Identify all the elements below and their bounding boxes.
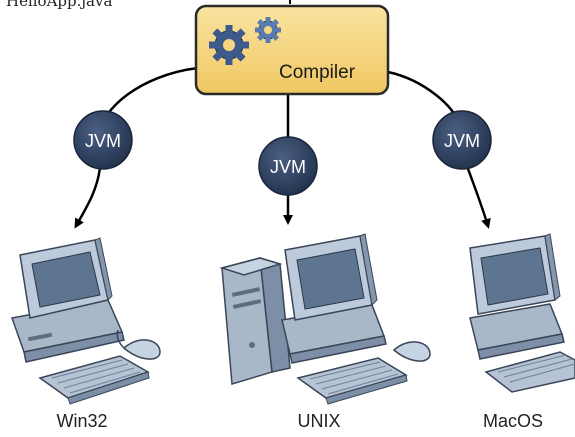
arrow-left [74,167,102,229]
jvm-label-left: JVM [85,131,121,151]
jvm-node-center: JVM [258,136,318,196]
jvm-node-right: JVM [432,110,492,170]
source-file-label: HelloApp.java [6,0,112,10]
unix-computer-icon [219,233,431,405]
win32-computer-icon [11,237,161,405]
gears-icon [209,17,281,65]
macos-computer-icon [469,233,575,393]
jvm-label-center: JVM [270,157,306,177]
platform-label-win32: Win32 [56,411,107,431]
platform-label-macos: MacOS [483,411,543,431]
jvm-label-right: JVM [444,131,480,151]
jvm-node-left: JVM [73,110,133,170]
platform-label-unix: UNIX [297,411,340,431]
compiler-box: Compiler [194,4,390,96]
compiler-label: Compiler [279,62,356,83]
